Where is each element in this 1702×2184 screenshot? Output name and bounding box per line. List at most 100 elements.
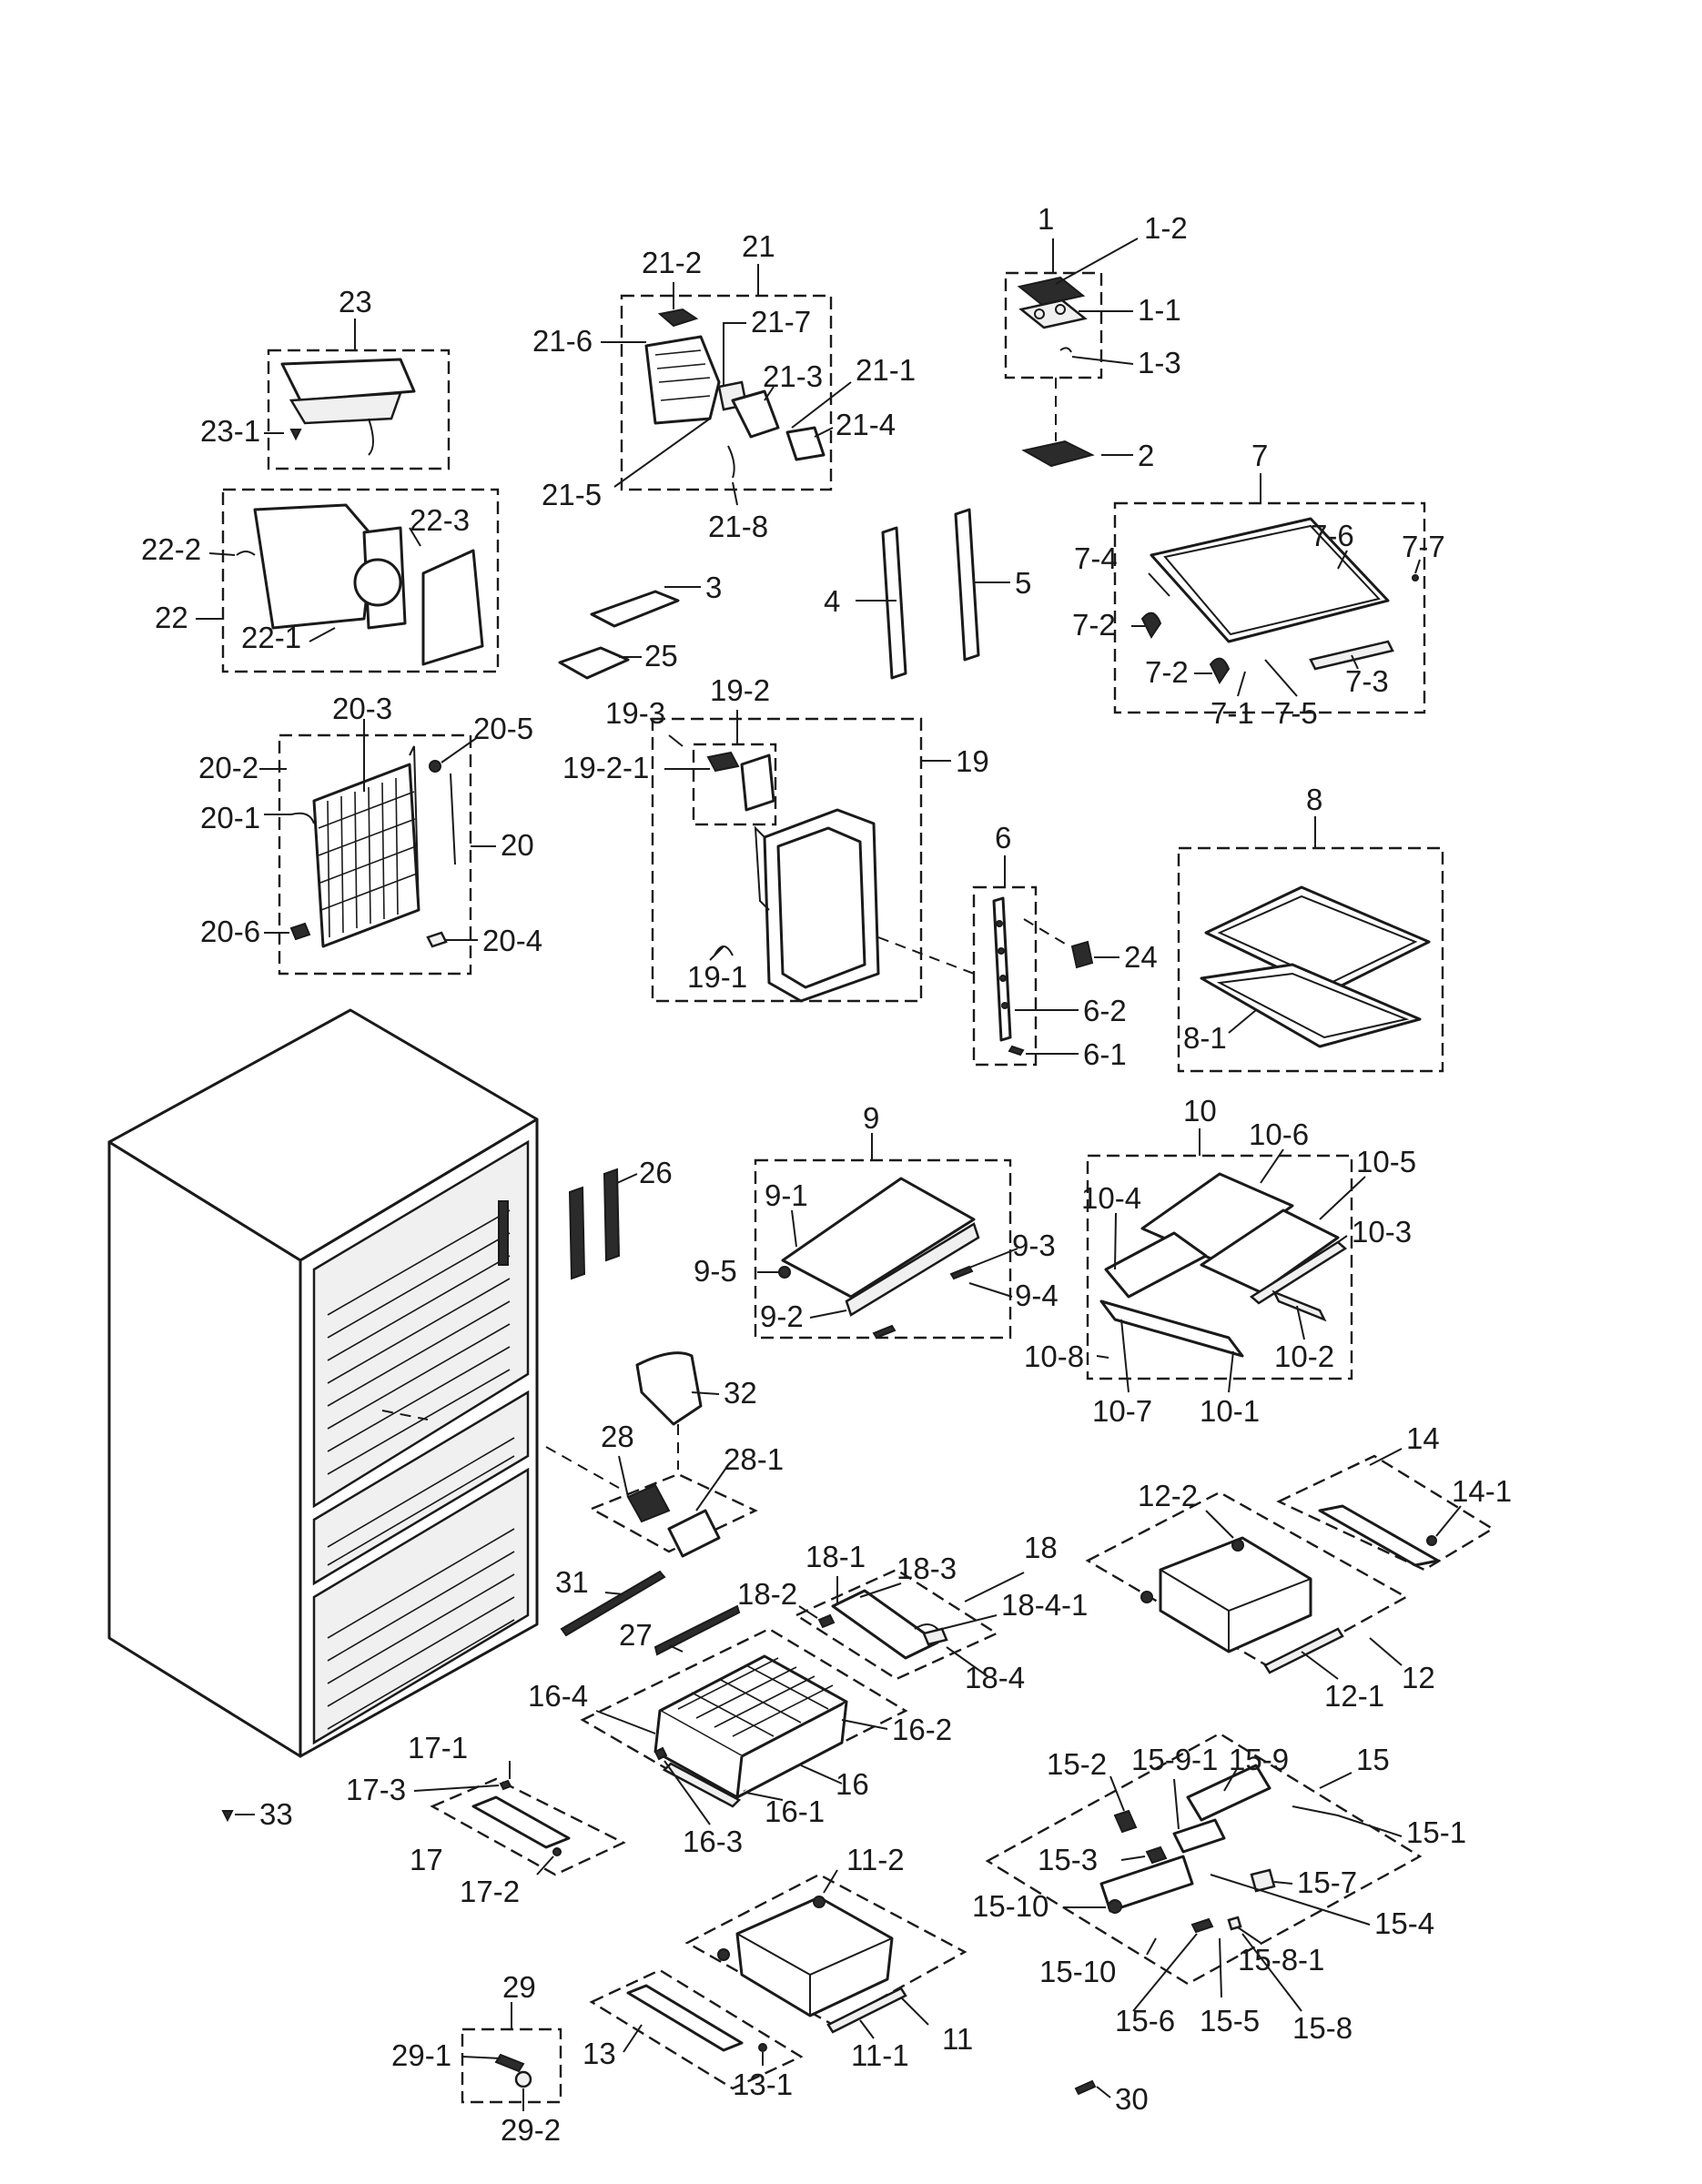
- part-23-1-clip: [289, 429, 302, 441]
- part-19-2-1-switch: [706, 751, 740, 773]
- part-26-strip-a: [568, 1186, 586, 1280]
- label-15: 15: [1356, 1743, 1390, 1776]
- leader-12-1: [1301, 1651, 1339, 1680]
- part-7-6-glass-edge: [1163, 524, 1381, 636]
- leader-12-2: [1205, 1510, 1234, 1539]
- label-22-1: 22-1: [241, 621, 301, 654]
- leader-21-4: [814, 427, 834, 438]
- fridge-compartment: [312, 1139, 530, 1509]
- label-12-1: 12-1: [1324, 1679, 1384, 1713]
- pcb-hole-b: [1055, 304, 1066, 315]
- group-8-shelf: [1177, 816, 1444, 1073]
- label-1-1: 1-1: [1138, 293, 1181, 327]
- leader-21-3: [764, 386, 775, 401]
- label-30: 30: [1115, 2082, 1149, 2116]
- label-21-5: 21-5: [542, 478, 602, 511]
- label-8: 8: [1306, 783, 1322, 816]
- label-10-4: 10-4: [1081, 1181, 1141, 1215]
- group-14-box: [1276, 1454, 1495, 1572]
- part-6-1-screw: [1008, 1045, 1025, 1057]
- cabinet-handle-slot: [498, 1200, 509, 1266]
- part-15-7-connector: [1250, 1868, 1276, 1893]
- housing-flange: [754, 825, 770, 911]
- part-15-4-main-board: [1099, 1855, 1194, 1913]
- label-4: 4: [824, 584, 840, 618]
- group-20-box: [278, 733, 472, 976]
- leader-7-6: [1337, 550, 1348, 570]
- label-7-1: 7-1: [1211, 696, 1254, 730]
- leader-28-1: [695, 1464, 729, 1512]
- part-20-1-tube: [290, 812, 315, 824]
- label-18-2: 18-2: [737, 1577, 797, 1611]
- label-15-9: 15-9: [1229, 1743, 1289, 1776]
- leader-8-1: [1228, 1009, 1257, 1034]
- parts-4-5: [856, 508, 1010, 680]
- part-22-3-ice-chute-cover: [421, 549, 484, 666]
- connector-6-24: [1023, 918, 1070, 947]
- group-22-box: [221, 488, 500, 673]
- leader-9-1: [791, 1209, 797, 1248]
- label-15-10a: 15-10: [972, 1889, 1049, 1923]
- part-8-1-frame: [1200, 963, 1422, 1048]
- part-30: [1074, 2079, 1111, 2098]
- leader-15-5: [1219, 1937, 1222, 1998]
- part-6-2-rail: [992, 896, 1012, 1042]
- label-10: 10: [1183, 1094, 1217, 1127]
- pcb-hole-a: [1034, 308, 1045, 319]
- leader-19-1: [709, 945, 724, 961]
- leader-13: [623, 2024, 643, 2053]
- part-1-1-pcb: [1018, 298, 1088, 329]
- connector-cabinet-32: [381, 1410, 429, 1421]
- label-20-2: 20-2: [198, 751, 258, 784]
- connector-19-6: [877, 936, 975, 975]
- leader-9-3: [964, 1248, 1018, 1270]
- label-29: 29: [502, 1970, 536, 2004]
- group-7-box: [1113, 501, 1426, 714]
- part-28-1-cover: [667, 1509, 721, 1558]
- part-16-3-clip: [653, 1746, 668, 1761]
- label-19-2: 19-2: [710, 673, 770, 707]
- part-17-rail: [471, 1795, 571, 1849]
- label-2: 2: [1138, 439, 1154, 472]
- part-18-2-screw: [817, 1613, 836, 1629]
- leader-11-2: [823, 1869, 838, 1894]
- label-7: 7: [1251, 439, 1268, 472]
- group-6-rail: [972, 855, 1119, 1067]
- ice-maker-body: [280, 358, 416, 402]
- part-17-2-screw: [552, 1847, 562, 1856]
- label-15-8: 15-8: [1292, 2011, 1352, 2045]
- part-26-gaskets: [568, 1168, 638, 1280]
- part-21-2-cover: [657, 308, 699, 328]
- label-21-4: 21-4: [836, 408, 896, 441]
- part-13-rail: [626, 1984, 744, 2052]
- group-17-box: [430, 1777, 626, 1876]
- leader-17-3: [413, 1785, 500, 1792]
- label-8-1: 8-1: [1183, 1021, 1227, 1055]
- part-33-screw: [221, 1810, 234, 1823]
- label-7-2b: 7-2: [1145, 655, 1189, 689]
- label-6-1: 6-1: [1083, 1037, 1127, 1071]
- group-19-2-box: [692, 743, 777, 826]
- part-15-3-fuse: [1145, 1845, 1168, 1865]
- leader-17-2: [536, 1855, 554, 1876]
- leader-10-2: [1296, 1305, 1305, 1340]
- part-20-5-sensor: [429, 760, 441, 773]
- part-11-2-cap: [813, 1896, 826, 1908]
- leader-10-6: [1260, 1148, 1284, 1184]
- group-13-box: [589, 1968, 804, 2090]
- part-10-2-clip: [1271, 1289, 1327, 1322]
- leader-7-3: [1351, 654, 1359, 670]
- part-10-4-frame: [1104, 1231, 1208, 1299]
- part-19-2-cover: [740, 753, 775, 812]
- parts-32-28: [589, 1351, 758, 1558]
- part-4-rail: [881, 526, 907, 680]
- leader-15-9-1: [1173, 1778, 1180, 1830]
- leader-16: [800, 1764, 843, 1785]
- leader-15-8-1: [1237, 1926, 1261, 1944]
- group-23-ice-maker: [264, 318, 451, 470]
- label-9-1: 9-1: [765, 1178, 808, 1212]
- label-17: 17: [410, 1843, 443, 1876]
- group-13-rail: [589, 1968, 804, 2090]
- motor-housing-detail: [654, 349, 711, 401]
- label-15-8-1: 15-8-1: [1238, 1943, 1324, 1977]
